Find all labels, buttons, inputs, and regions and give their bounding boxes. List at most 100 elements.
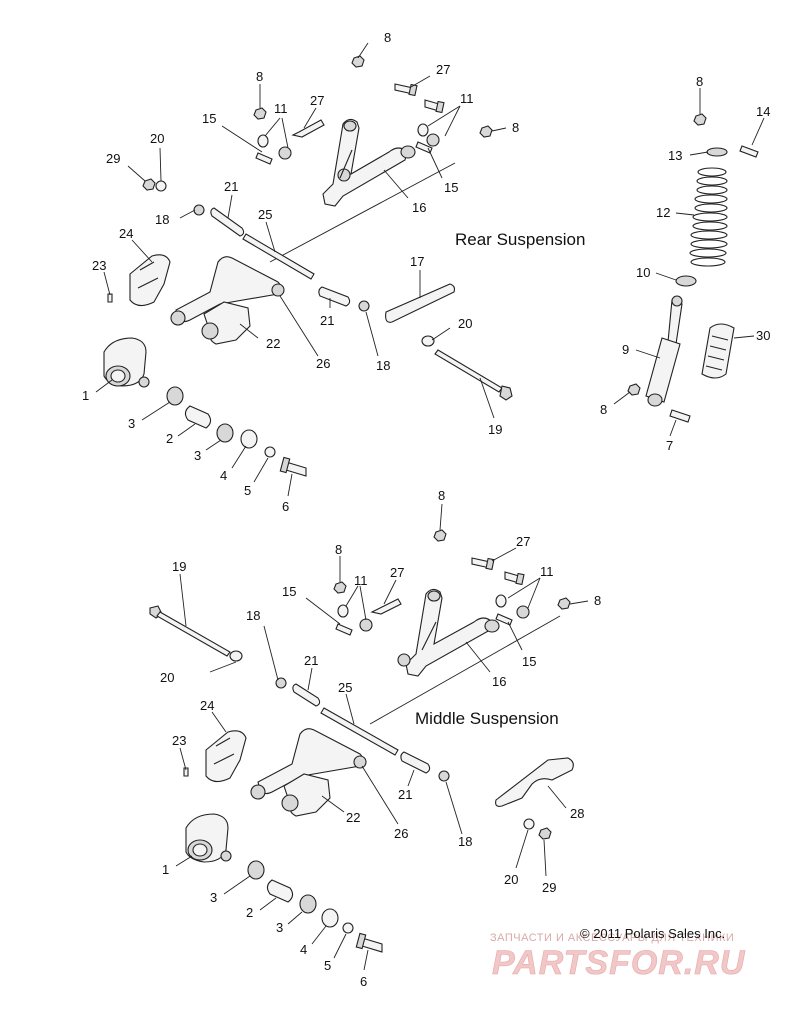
middle-suspension-title: Middle Suspension bbox=[415, 709, 559, 728]
callout-middle-22: 22 bbox=[346, 810, 360, 825]
callout-middle-24: 24 bbox=[200, 698, 214, 713]
callout-shock-8b: 8 bbox=[600, 402, 607, 417]
middle-washer-bottom bbox=[523, 818, 535, 830]
shock-nut-bottom bbox=[627, 383, 641, 396]
callout-middle-1: 1 bbox=[162, 862, 169, 877]
callout-middle-3b: 3 bbox=[276, 920, 283, 935]
callout-middle-8c: 8 bbox=[594, 593, 601, 608]
shock-bolt-7 bbox=[669, 409, 691, 423]
callout-rear-8c: 8 bbox=[512, 120, 519, 135]
watermark-tagline: ЗАПЧАСТИ И АКСЕССУАРЫ ДЛЯ ТЕХНИКИ bbox=[490, 932, 734, 944]
callout-middle-16: 16 bbox=[492, 674, 506, 689]
rear-leaders bbox=[95, 42, 507, 497]
shock-leaders bbox=[613, 88, 765, 437]
callout-middle-21b: 21 bbox=[398, 787, 412, 802]
callout-middle-18a: 18 bbox=[246, 608, 260, 623]
shock-bolt-14 bbox=[739, 145, 759, 158]
callout-middle-2: 2 bbox=[246, 905, 253, 920]
callout-middle-29: 29 bbox=[542, 880, 556, 895]
callout-rear-3b: 3 bbox=[194, 448, 201, 463]
callout-shock-10: 10 bbox=[636, 265, 650, 280]
middle-bolts bbox=[370, 557, 525, 615]
rear-hub-stack bbox=[166, 386, 307, 477]
callout-rear-1: 1 bbox=[82, 388, 89, 403]
callout-rear-26: 26 bbox=[316, 356, 330, 371]
shock-sleeve-30 bbox=[701, 323, 735, 379]
middle-pivot-parts bbox=[275, 677, 450, 782]
middle-upper-arm-part bbox=[397, 588, 500, 677]
callout-rear-16: 16 bbox=[412, 200, 426, 215]
callout-rear-15a: 15 bbox=[202, 111, 216, 126]
callout-rear-4: 4 bbox=[220, 468, 227, 483]
shock-nut-top bbox=[693, 113, 707, 126]
callout-middle-11a: 11 bbox=[354, 573, 368, 588]
shock-callouts: 8 14 13 12 10 30 9 8 7 bbox=[600, 74, 770, 453]
callout-rear-11b: 11 bbox=[460, 91, 474, 106]
callout-middle-11b: 11 bbox=[540, 564, 554, 579]
callout-middle-27b: 27 bbox=[390, 565, 404, 580]
middle-callouts: 8 27 8 11 27 11 8 19 15 18 15 21 16 20 2… bbox=[160, 488, 601, 989]
middle-hub-stack bbox=[247, 860, 383, 953]
callout-shock-12: 12 bbox=[656, 205, 670, 220]
callout-shock-7: 7 bbox=[666, 438, 673, 453]
middle-suspension-group: 8 27 8 11 27 11 8 19 15 18 15 21 16 20 2… bbox=[149, 488, 601, 989]
callout-rear-20a: 20 bbox=[150, 131, 164, 146]
callout-rear-22: 22 bbox=[266, 336, 280, 351]
callout-middle-8b: 8 bbox=[335, 542, 342, 557]
callout-middle-4: 4 bbox=[300, 942, 307, 957]
callout-middle-28: 28 bbox=[570, 806, 584, 821]
callout-middle-15a: 15 bbox=[282, 584, 296, 599]
callout-rear-6: 6 bbox=[282, 499, 289, 514]
rear-callouts: 8 27 8 27 11 11 8 15 20 29 15 16 21 18 2… bbox=[82, 30, 519, 514]
callout-middle-20b: 20 bbox=[504, 872, 518, 887]
copyright-text: © 2011 Polaris Sales Inc. bbox=[580, 926, 725, 941]
middle-bracket-part bbox=[495, 757, 574, 807]
rear-long-bolt-parts bbox=[421, 335, 513, 401]
callout-middle-20a: 20 bbox=[160, 670, 174, 685]
rear-knuckle-part bbox=[103, 337, 150, 388]
watermark-brand: PARTSFOR.RU bbox=[492, 944, 746, 982]
callout-middle-8a: 8 bbox=[438, 488, 445, 503]
middle-lower-arm-part bbox=[250, 728, 367, 817]
rear-bracket-part bbox=[385, 283, 456, 323]
callout-shock-9: 9 bbox=[622, 342, 629, 357]
shock-retainer-10 bbox=[675, 275, 697, 287]
middle-knuckle-part bbox=[185, 813, 232, 863]
callout-rear-27a: 27 bbox=[436, 62, 450, 77]
callout-rear-27b: 27 bbox=[310, 93, 324, 108]
callout-rear-15b: 15 bbox=[444, 180, 458, 195]
footer: ЗАПЧАСТИ И АКСЕССУАРЫ ДЛЯ ТЕХНИКИ © 2011… bbox=[490, 926, 746, 982]
callout-rear-19: 19 bbox=[488, 422, 502, 437]
rear-nuts bbox=[142, 55, 493, 191]
callout-rear-8a: 8 bbox=[384, 30, 391, 45]
callout-middle-5: 5 bbox=[324, 958, 331, 973]
rear-washer-top bbox=[155, 180, 167, 192]
callout-middle-19: 19 bbox=[172, 559, 186, 574]
shock-body-9 bbox=[645, 295, 683, 407]
callout-middle-6: 6 bbox=[360, 974, 367, 989]
callout-shock-13: 13 bbox=[668, 148, 682, 163]
rear-suspension-group: 8 27 8 27 11 11 8 15 20 29 15 16 21 18 2… bbox=[82, 30, 585, 514]
callout-middle-21a: 21 bbox=[304, 653, 318, 668]
callout-rear-21a: 21 bbox=[224, 179, 238, 194]
middle-plate-part bbox=[183, 730, 247, 783]
callout-rear-18b: 18 bbox=[376, 358, 390, 373]
rear-upper-arm-part bbox=[322, 118, 416, 207]
rear-plate-part bbox=[107, 254, 171, 307]
rear-suspension-title: Rear Suspension bbox=[455, 230, 585, 249]
rear-lower-arm-part bbox=[170, 256, 285, 345]
middle-bushings bbox=[337, 594, 530, 632]
callout-middle-15b: 15 bbox=[522, 654, 536, 669]
callout-rear-18a: 18 bbox=[155, 212, 169, 227]
callout-rear-11a: 11 bbox=[274, 101, 288, 116]
callout-middle-18b: 18 bbox=[458, 834, 472, 849]
callout-shock-30: 30 bbox=[756, 328, 770, 343]
callout-rear-23: 23 bbox=[92, 258, 106, 273]
callout-rear-20b: 20 bbox=[458, 316, 472, 331]
shock-group: 8 14 13 12 10 30 9 8 7 bbox=[600, 74, 770, 453]
rear-bushings bbox=[257, 123, 440, 160]
rear-bolts bbox=[291, 83, 445, 138]
callout-rear-3a: 3 bbox=[128, 416, 135, 431]
callout-rear-24: 24 bbox=[119, 226, 133, 241]
